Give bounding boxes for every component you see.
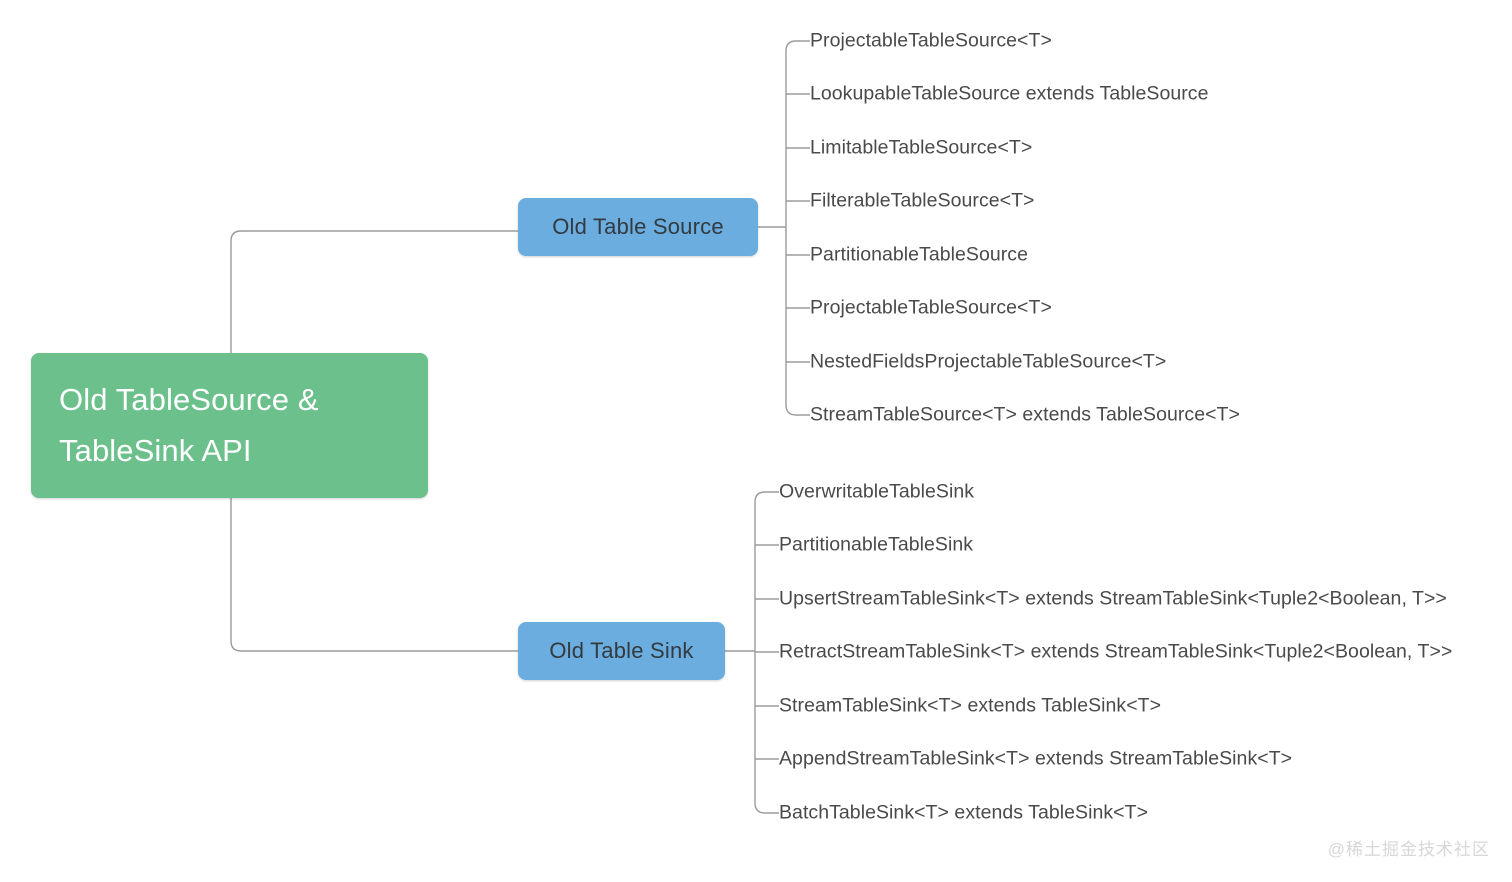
leaf-sink-6[interactable]: AppendStreamTableSink<T> extends StreamT… xyxy=(779,747,1293,770)
leaf-source-4[interactable]: FilterableTableSource<T> xyxy=(810,189,1035,212)
leaf-sink-5[interactable]: StreamTableSink<T> extends TableSink<T> xyxy=(779,694,1162,717)
leaf-source-7[interactable]: NestedFieldsProjectableTableSource<T> xyxy=(810,350,1167,373)
branch-node-old-table-source[interactable]: Old Table Source xyxy=(518,198,758,256)
leaf-sink-3[interactable]: UpsertStreamTableSink<T> extends StreamT… xyxy=(779,587,1447,610)
leaf-sink-7[interactable]: BatchTableSink<T> extends TableSink<T> xyxy=(779,801,1149,824)
leaf-source-2[interactable]: LookupableTableSource extends TableSourc… xyxy=(810,82,1209,105)
leaf-sink-1[interactable]: OverwritableTableSink xyxy=(779,480,975,503)
leaf-sink-4[interactable]: RetractStreamTableSink<T> extends Stream… xyxy=(779,640,1453,663)
leaf-source-1[interactable]: ProjectableTableSource<T> xyxy=(810,29,1052,52)
branch-node-old-table-sink[interactable]: Old Table Sink xyxy=(518,622,725,680)
leaf-source-8[interactable]: StreamTableSource<T> extends TableSource… xyxy=(810,403,1240,426)
connector-sink-spine-lower xyxy=(754,651,779,814)
connector-source-spine-lower xyxy=(785,227,810,416)
connector-source-spine-upper xyxy=(785,40,810,227)
root-node-label: Old TableSource & TableSink API xyxy=(59,382,319,468)
branch-node-label: Old Table Sink xyxy=(549,638,694,663)
connector-sink-spine-upper xyxy=(754,491,779,651)
branch-node-label: Old Table Source xyxy=(552,214,724,239)
leaf-source-6[interactable]: ProjectableTableSource<T> xyxy=(810,296,1052,319)
watermark: @稀土掘金技术社区 xyxy=(1327,840,1490,859)
leaf-source-5[interactable]: PartitionableTableSource xyxy=(810,243,1029,266)
leaf-source-3[interactable]: LimitableTableSource<T> xyxy=(810,136,1033,159)
leaf-sink-2[interactable]: PartitionableTableSink xyxy=(779,533,974,556)
root-node[interactable]: Old TableSource & TableSink API xyxy=(31,353,428,498)
